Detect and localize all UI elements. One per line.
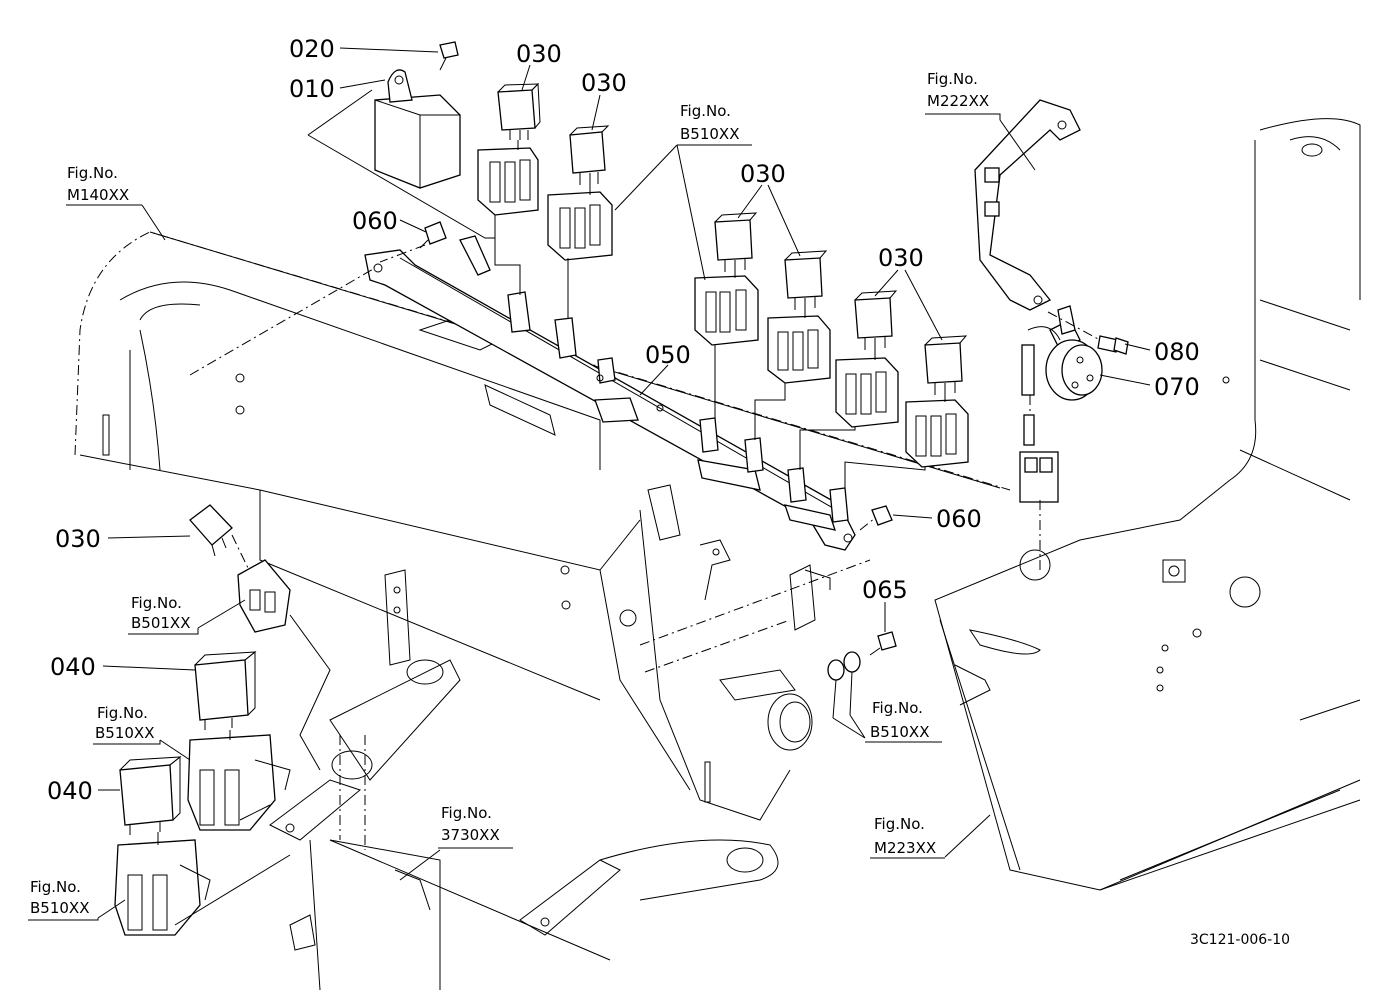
relay-030-1 (497, 82, 541, 140)
fig-ref-b501xx: Fig.No. B501XX (128, 594, 199, 635)
relay-030-4 (784, 250, 828, 310)
part-050-bracket (364, 235, 856, 551)
svg-text:M222XX: M222XX (927, 92, 989, 110)
fig-ref-b510xx-right: Fig.No. B510XX (865, 699, 942, 743)
relay-040-upper (194, 650, 257, 730)
relay-030-2 (569, 125, 610, 185)
relay-base-1 (477, 147, 539, 216)
socket-lower-b501 (237, 559, 291, 633)
relay-base-5 (835, 357, 899, 428)
callout-040: 040 (47, 777, 93, 805)
svg-text:M223XX: M223XX (874, 839, 936, 857)
relay-030-5 (854, 290, 898, 350)
svg-text:Fig.No.: Fig.No. (680, 102, 731, 120)
part-020-screw (439, 41, 459, 71)
relay-base-4 (767, 315, 831, 384)
svg-text:3730XX: 3730XX (441, 826, 500, 844)
svg-text:B510XX: B510XX (870, 723, 929, 741)
svg-text:Fig.No.: Fig.No. (441, 804, 492, 822)
svg-text:Fig.No.: Fig.No. (874, 815, 925, 833)
figure-references: Fig.No. M140XX Fig.No. B510XX Fig.No. M2… (28, 70, 1001, 921)
callout-030: 030 (55, 525, 101, 553)
callout-050: 050 (645, 341, 691, 369)
fig-ref-m140xx: Fig.No. M140XX (66, 164, 142, 206)
part-060-screw-top (379, 221, 447, 263)
callout-065: 065 (862, 576, 908, 604)
relay-030-lower (189, 504, 233, 557)
callout-leaders (97, 47, 1151, 919)
svg-text:Fig.No.: Fig.No. (927, 70, 978, 88)
svg-text:Fig.No.: Fig.No. (30, 878, 81, 896)
callout-030: 030 (740, 160, 786, 188)
relay-base-6 (905, 399, 969, 468)
svg-text:B510XX: B510XX (680, 125, 739, 143)
lower-leaders (157, 267, 871, 926)
right-frame-outline (934, 118, 1361, 891)
fig-ref-m223xx: Fig.No. M223XX (870, 815, 945, 859)
svg-text:B501XX: B501XX (131, 614, 190, 632)
relay-base-3 (694, 275, 759, 346)
fig-ref-m222xx: Fig.No. M222XX (925, 70, 1001, 120)
callout-030: 030 (581, 69, 627, 97)
relay-leaders (307, 89, 946, 490)
callout-060: 060 (352, 207, 398, 235)
part-060-screw-bottom (859, 505, 893, 531)
ring-terminals (827, 651, 861, 719)
callout-030: 030 (878, 244, 924, 272)
svg-text:Fig.No.: Fig.No. (67, 164, 118, 182)
callout-070: 070 (1154, 373, 1200, 401)
callout-060: 060 (936, 505, 982, 533)
callout-080: 080 (1154, 338, 1200, 366)
fig-ref-b510xx-top: Fig.No. B510XX (677, 102, 752, 146)
callout-010: 010 (289, 75, 335, 103)
callout-030: 030 (516, 40, 562, 68)
socket-040-lower (114, 839, 211, 936)
svg-text:B510XX: B510XX (95, 724, 154, 742)
diagram-code: 3C121-006-10 (1190, 932, 1290, 948)
relay-040-lower (119, 755, 182, 835)
lower-frame (269, 539, 831, 991)
fig-ref-b510xx-mid: Fig.No. B510XX (93, 704, 161, 745)
svg-text:Fig.No.: Fig.No. (97, 704, 148, 722)
part-070-sensor (1019, 305, 1103, 570)
callout-numbers: 020 010 030 030 030 030 060 050 060 065 … (47, 35, 1200, 805)
svg-text:Fig.No.: Fig.No. (872, 699, 923, 717)
bracket-m222 (974, 99, 1081, 311)
socket-040-upper (187, 734, 291, 831)
relay-030-3 (714, 212, 758, 272)
svg-text:Fig.No.: Fig.No. (131, 594, 182, 612)
fig-ref-3730xx: Fig.No. 3730XX (438, 804, 513, 849)
callout-020: 020 (289, 35, 335, 63)
relay-030-6 (924, 335, 968, 395)
relay-base-2 (547, 191, 613, 261)
callout-040: 040 (50, 653, 96, 681)
part-010-relay-box (374, 69, 461, 189)
part-080-bolt (1047, 311, 1129, 355)
svg-text:B510XX: B510XX (30, 899, 89, 917)
svg-text:M140XX: M140XX (67, 186, 129, 204)
fig-ref-b510xx-bottom: Fig.No. B510XX (28, 878, 99, 921)
part-065-screw (869, 631, 897, 656)
